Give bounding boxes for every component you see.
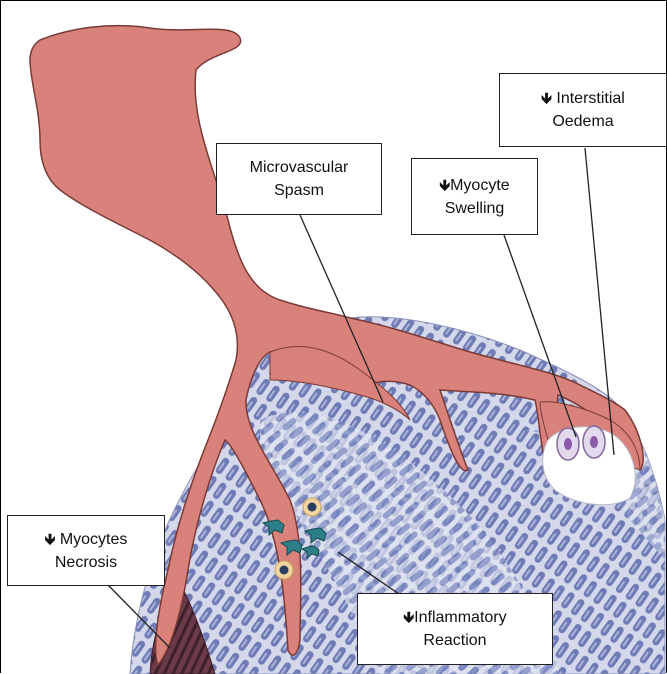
down-arrow-icon: 🡻 [439, 176, 450, 194]
label-microvascular-spasm-line1: Microvascular [250, 156, 349, 179]
label-myocyte-swelling-line1: 🡻Myocyte [439, 174, 509, 197]
down-arrow-icon: 🡻 [403, 608, 414, 626]
label-inflammatory-reaction-text1: Inflammatory [414, 609, 506, 626]
label-inflammatory-reaction: 🡻Inflammatory Reaction [357, 593, 553, 665]
label-myocytes-necrosis-text1: Myocytes [60, 531, 128, 548]
down-arrow-icon: 🡻 [541, 89, 552, 107]
label-microvascular-spasm: Microvascular Spasm [216, 143, 382, 215]
label-myocyte-swelling: 🡻Myocyte Swelling [411, 158, 538, 235]
down-arrow-icon: 🡻 [45, 530, 56, 548]
label-interstitial-oedema: 🡻 Interstitial Oedema [499, 73, 667, 147]
label-microvascular-spasm-line2: Spasm [274, 179, 324, 202]
label-myocytes-necrosis: 🡻 Myocytes Necrosis [7, 515, 165, 586]
label-inflammatory-reaction-line1: 🡻Inflammatory [403, 606, 506, 629]
label-myocyte-swelling-line2: Swelling [445, 197, 505, 220]
label-myocytes-necrosis-line1: 🡻 Myocytes [45, 528, 128, 551]
label-myocytes-necrosis-line2: Necrosis [55, 551, 117, 574]
label-interstitial-oedema-line2: Oedema [552, 110, 613, 133]
label-interstitial-oedema-text1: Interstitial [556, 90, 624, 107]
label-interstitial-oedema-line1: 🡻 Interstitial [541, 87, 625, 110]
label-myocyte-swelling-text1: Myocyte [450, 177, 510, 194]
label-inflammatory-reaction-line2: Reaction [423, 629, 486, 652]
